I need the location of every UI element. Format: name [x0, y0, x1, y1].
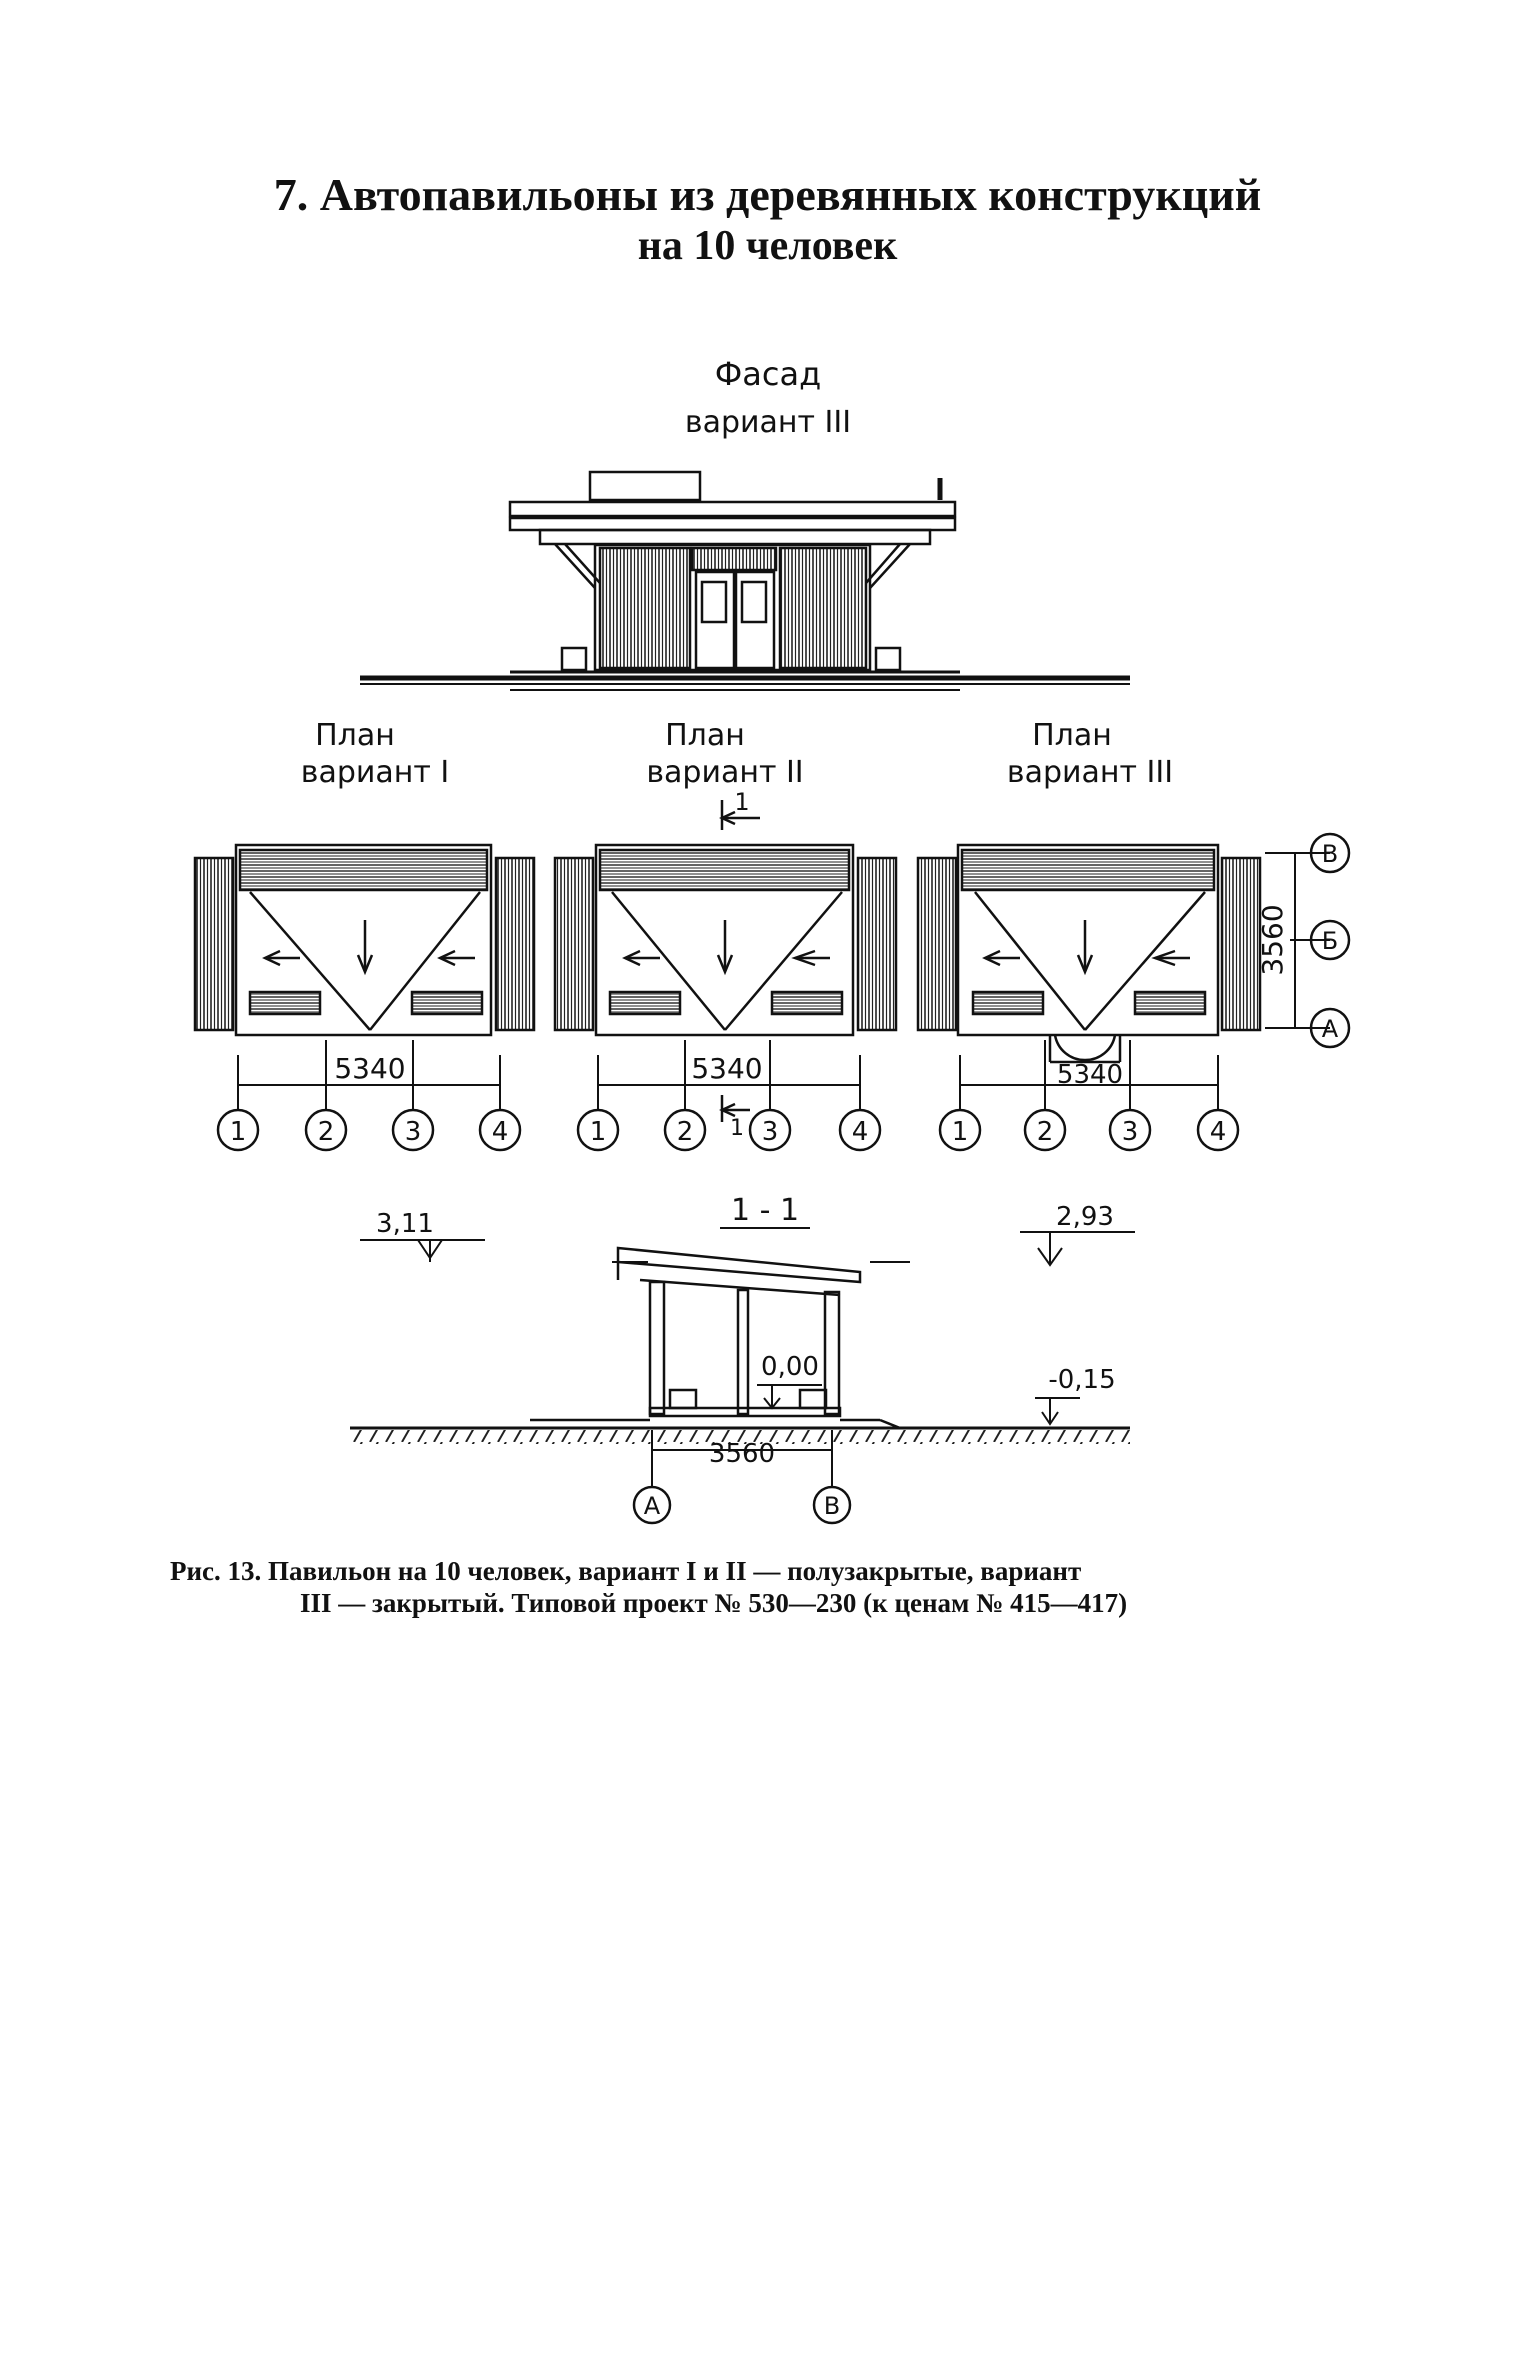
plan-2-dimension — [597, 1040, 861, 1110]
section-cut-mark-bottom — [719, 1095, 750, 1122]
plan-3-dimension — [959, 1040, 1219, 1110]
plan-side-dimension-text: 3560 — [1256, 904, 1289, 975]
section-dimension — [651, 1430, 833, 1488]
section-level-ground-text: -0,15 — [1048, 1365, 1115, 1395]
section-axes: А В — [632, 1485, 852, 1525]
section-cut-number-top: 1 — [734, 788, 749, 816]
caption-line-2: III — закрытый. Типовой проект № 530—230… — [300, 1588, 1128, 1618]
plan-3-label: План — [1032, 718, 1112, 753]
page-title: 7. Автопавильоны из деревянных конструкц… — [273, 169, 1262, 220]
plan-2-variant: вариант II — [646, 755, 803, 790]
plan-2-axis-4: 4 — [852, 1117, 869, 1147]
facade-variant: вариант III — [685, 405, 851, 440]
section-cut-mark-top — [719, 800, 760, 830]
plan-side-axis-v: В — [1322, 840, 1338, 868]
plan-side-axes: В Б А — [1309, 832, 1351, 1049]
section-level-left — [360, 1239, 485, 1262]
plan-3-axis-2: 2 — [1037, 1117, 1054, 1147]
section-dimension-text: 3560 — [709, 1439, 775, 1469]
plan-1-dimension-text: 5340 — [334, 1052, 405, 1085]
plan-3-axis-4: 4 — [1210, 1117, 1227, 1147]
plan-1-axis-2: 2 — [318, 1117, 335, 1147]
plan-2-dimension-text: 5340 — [691, 1052, 762, 1085]
section-axis-v: В — [824, 1492, 840, 1520]
section-ground — [350, 1426, 1130, 1444]
plan-1-axis-1: 1 — [230, 1117, 247, 1147]
plan-1-variant: вариант I — [301, 755, 449, 790]
section-level-floor — [757, 1384, 822, 1410]
caption-line-1: Рис. 13. Павильон на 10 человек, вариант… — [170, 1556, 1082, 1586]
plan-2-axes: 1 2 3 4 — [576, 1108, 882, 1152]
plan-3-axes: 1 2 3 4 — [938, 1108, 1240, 1152]
plan-1-dimension — [237, 1040, 501, 1110]
plan-3-axis-3: 3 — [1122, 1117, 1139, 1147]
section-title: 1 - 1 — [731, 1193, 799, 1228]
plan-side-axis-a: А — [1322, 1015, 1339, 1043]
plan-2-axis-3: 3 — [762, 1117, 779, 1147]
section-cut-number-bottom: 1 — [730, 1116, 744, 1141]
plan-1-label: План — [315, 718, 395, 753]
plan-1-axis-4: 4 — [492, 1117, 509, 1147]
plan-2-axis-1: 1 — [590, 1117, 607, 1147]
plan-1-drawing — [193, 843, 536, 1037]
plan-3-drawing — [916, 843, 1262, 1064]
section-level-right — [1020, 1231, 1135, 1267]
plan-2-label: План — [665, 718, 745, 753]
plan-3-variant: вариант III — [1007, 755, 1173, 790]
section-axis-a: А — [644, 1492, 661, 1520]
plan-2-drawing — [553, 843, 898, 1037]
plan-3-axis-1: 1 — [952, 1117, 969, 1147]
section-level-left-text: 3,11 — [376, 1209, 434, 1239]
section-level-floor-text: 0,00 — [761, 1352, 819, 1382]
plan-3-dimension-text: 5340 — [1057, 1060, 1123, 1090]
facade-drawing — [360, 470, 1130, 691]
section-level-right-text: 2,93 — [1056, 1202, 1114, 1232]
plan-2-axis-2: 2 — [677, 1117, 694, 1147]
facade-label: Фасад — [715, 355, 821, 393]
figure-caption: Рис. 13. Павильон на 10 человек, вариант… — [170, 1555, 1370, 1619]
plan-1-axes: 1 2 3 4 — [216, 1108, 522, 1152]
plan-side-axis-b: Б — [1322, 927, 1338, 955]
page-subtitle: на 10 человек — [637, 223, 898, 269]
section-level-ground — [1035, 1397, 1080, 1426]
section-drawing — [530, 1246, 901, 1430]
plan-1-axis-3: 3 — [405, 1117, 422, 1147]
